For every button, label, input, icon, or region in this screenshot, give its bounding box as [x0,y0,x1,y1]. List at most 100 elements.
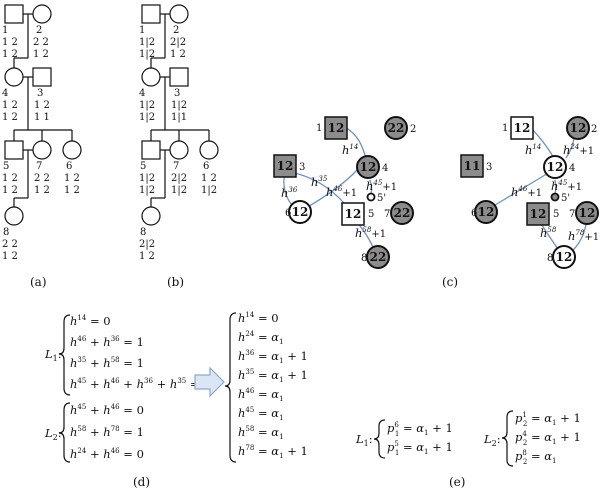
ind-3-g2: 1 1 [34,112,50,123]
graph-left-node-5 [341,202,365,226]
L1-brace [58,314,71,396]
b-ind-5-g2: 1|2 [139,185,155,196]
graph-right-node-5 [526,202,550,226]
graph-left-node-1-id: 1 [316,123,322,134]
graph-right-node-1 [510,116,534,140]
graph-left-node-7-label: 22 [394,206,411,220]
L2-equations: h45​ + h46​ = 0 h58​ + h78​ = 1 h24​ + h46… [70,403,144,461]
label-h45-right: h45+1 [551,179,582,193]
ind-5-g2: 1 2 [2,185,18,196]
graph-left-node-8-label: 22 [370,250,387,264]
graph-right-node-7 [575,201,599,225]
graph-right-node-5prime [550,192,560,202]
b-ind-4-g1: 1|2 [139,100,155,111]
ind-7-id: 7 [36,161,42,172]
pedigree-b-female-6 [199,140,219,160]
b-ind-1-g1: 1|2 [139,37,155,48]
label-h45-left: h45+1 [366,179,397,193]
graph-left-node-4 [356,155,380,179]
pedigree-female-7 [32,140,52,160]
ind-2-g2: 1 2 [33,49,49,60]
ind-1-g1: 1 2 [2,37,18,48]
solution-equation-1: h14 = 0 [238,311,279,325]
graph-right-node-2-label: 12 [570,121,587,135]
graph-left-node-6-id: 6 [285,208,291,219]
b-ind-2-g2: 1 2 [170,49,186,60]
b-ind-4-g2: 1|2 [139,112,155,123]
ind-1-g2: 1 2 [2,49,18,60]
pedigree-male-1 [4,4,24,24]
solution-equation-8: h78 = α1 + 1 [238,444,308,460]
L2-equation-2: h58​ + h78​ = 1 [70,425,144,439]
graph-right-node-8 [552,245,576,269]
ind-7-g2: 1 2 [34,185,50,196]
ind-2-g1: 2 2 [33,37,49,48]
graph-left-node-2-id: 2 [410,124,416,135]
graph-right-node-8-id: 8 [547,253,553,264]
graph-left-node-5prime-id: 5' [377,193,386,204]
label-h14-left: h14 [342,143,358,157]
graph-left-node-8 [366,245,390,269]
e-L1-label: L1: [355,432,373,448]
solution-brace [224,312,237,463]
ind-6-g1: 1 2 [64,173,80,184]
graph-left-node-4-label: 12 [360,160,377,174]
graph-right-node-5-label: 12 [530,207,547,221]
graph-right-node-1-id: 1 [502,123,508,134]
graph-right-node-8-label: 12 [556,250,573,264]
pedigree-b-female-4 [141,67,161,87]
e-L1-brace [373,419,386,459]
graph-left-node-5-label: 12 [345,207,362,221]
graph-left-node-1 [324,116,348,140]
ind-3-g1: 1 2 [34,100,50,111]
pedigree-female-4 [4,67,24,87]
label-h35-left: h35 [311,175,328,189]
graph-right: 12 1 12 2 11 3 12 4 5' 12 6 12 5 12 7 12… [442,116,599,289]
label-h24-right: h24+1 [563,143,594,157]
b-ind-3-g1: 1|2 [171,100,187,111]
graph-left-node-3-id: 3 [299,162,305,173]
label-h46-left: h46+1 [326,185,357,199]
ind-8-g1: 2 2 [2,239,18,250]
pedigree-male-5 [4,140,24,160]
label-h58-right: h58 [540,226,557,240]
solution-equation-5: h46 = α1 [238,387,284,403]
ind-4-g1: 1 2 [2,100,18,111]
ind-2-id: 2 [36,25,42,36]
pedigree-a: 1 1 2 1 2 2 2 2 1 2 4 1 2 1 2 3 1 2 1 1 … [2,4,82,289]
panel-label-a: (a) [30,275,47,289]
label-h46-right: h46+1 [511,185,542,199]
solution-equation-4: h35 = α1 + 1 [238,368,308,384]
L1-equation-2: h46​ + h36​ = 1 [70,335,144,349]
L2-equation-1: h45​ + h46​ = 0 [70,403,144,417]
pedigree-b: 1 1|2 1|2 2 2|2 1 2 4 1|2 1|2 3 1|2 1|1 … [139,4,219,289]
graph-right-node-2-id: 2 [591,124,597,135]
pedigree-b-female-8 [141,206,161,226]
pedigree-female-2 [32,4,52,24]
ind-5-g1: 1 2 [2,173,18,184]
pedigree-b-male-1 [141,4,161,24]
graph-right-node-7-id: 7 [569,209,575,220]
L1-equation-3: h35​ + h58​ = 1 [70,356,144,370]
label-h78-right: h78+1 [568,229,599,243]
edge-h14-left [344,126,367,159]
b-ind-5-g1: 1|2 [139,173,155,184]
L2-label: L2: [44,426,62,442]
b-ind-4-id: 4 [139,88,145,99]
solution-equation-7: h58 = α1 [238,425,284,441]
solution-equation-6: h45 = α1 [238,406,284,422]
graph-right-node-3 [460,154,484,178]
graph-left-node-3-label: 12 [277,159,294,173]
L2-equation-3: h24​ + h46​ = 0 [70,447,144,461]
b-ind-1-id: 1 [139,25,145,36]
graph-left-node-2-label: 22 [388,121,405,135]
b-ind-6-g1: 1 2 [201,173,217,184]
graph-left-node-6 [288,200,312,224]
ind-1-id: 1 [2,25,8,36]
graph-left-node-6-label: 12 [292,205,309,219]
